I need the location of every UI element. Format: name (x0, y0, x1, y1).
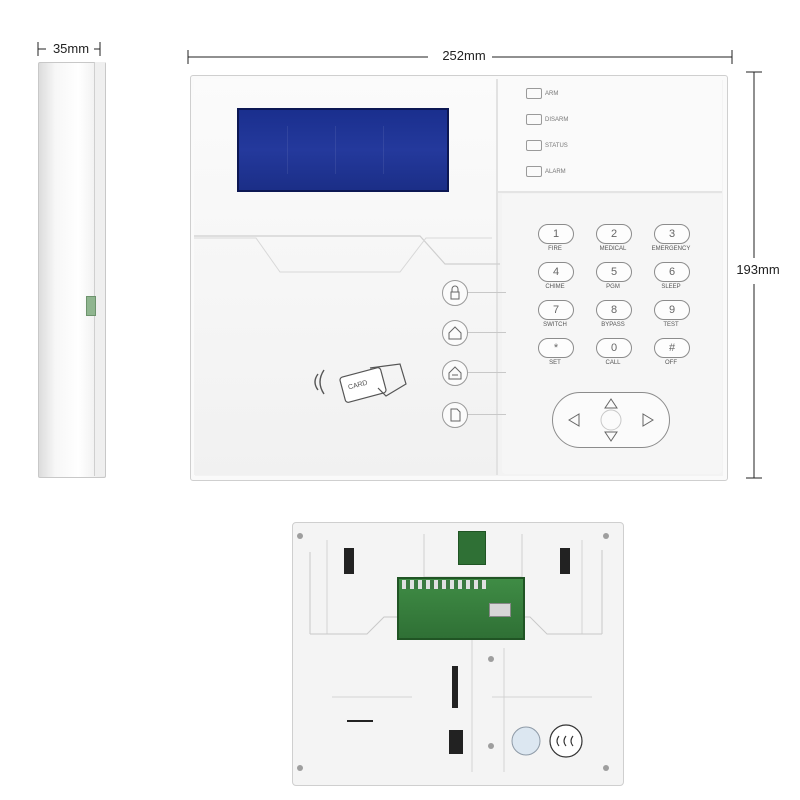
rfid-card-reader-icon (314, 363, 407, 403)
key-label-medical: MEDICAL (599, 246, 627, 252)
depth-label: 35mm (52, 41, 90, 56)
status-indicator-list: ARM DISARM STATUS ALARM (526, 88, 666, 188)
direction-pad[interactable] (552, 392, 670, 448)
key-star[interactable]: * (538, 338, 574, 358)
key-label-fire: FIRE (548, 246, 562, 252)
home-disarm-icon (448, 366, 462, 380)
key-7[interactable]: 7 (538, 300, 574, 320)
direction-arrows-icon (568, 398, 654, 442)
key-0[interactable]: 0 (596, 338, 632, 358)
side-clip (86, 296, 96, 316)
certification-logo (511, 724, 583, 758)
key-label-set: SET (549, 360, 561, 366)
key-label-pgm: PGM (606, 284, 620, 290)
board-pins (402, 580, 486, 589)
key-9[interactable]: 9 (654, 300, 690, 320)
front-chevron (194, 235, 500, 273)
lock-icon (450, 285, 460, 300)
mount-slot-bottom (449, 730, 463, 754)
mount-slot-center (452, 666, 458, 708)
record-button[interactable] (442, 402, 468, 428)
panel-divider (496, 79, 498, 475)
key-3[interactable]: 3 (654, 224, 690, 244)
key-label-switch: SWITCH (543, 322, 567, 328)
width-label: 252mm (442, 48, 486, 63)
height-label: 193mm (736, 262, 780, 277)
lcd-screen (237, 108, 449, 192)
key-label-call: CALL (605, 360, 621, 366)
disarm-status-icon (526, 114, 542, 125)
board-module (458, 531, 486, 565)
mount-slot-right (560, 548, 570, 574)
height-dimension-line (744, 71, 764, 479)
key-label-emergency: EMERGENCY (651, 246, 691, 252)
depth-dimension-line (37, 40, 101, 58)
board-connector (489, 603, 511, 617)
key-hash[interactable]: # (654, 338, 690, 358)
key-2[interactable]: 2 (596, 224, 632, 244)
key-label-chime: CHIME (545, 284, 565, 290)
arm-button[interactable] (442, 280, 468, 306)
nav-button-column (438, 280, 518, 440)
mount-slot-left (344, 548, 354, 574)
width-dimension-line (187, 48, 733, 66)
key-4[interactable]: 4 (538, 262, 574, 282)
key-6[interactable]: 6 (654, 262, 690, 282)
key-8[interactable]: 8 (596, 300, 632, 320)
home-arm-icon (448, 326, 462, 340)
status-icon (526, 140, 542, 151)
key-1[interactable]: 1 (538, 224, 574, 244)
side-edge (94, 62, 105, 476)
key-label-bypass: BYPASS (601, 322, 625, 328)
home-disarm-button[interactable] (442, 360, 468, 386)
key-label-test: TEST (663, 322, 679, 328)
alarm-status-icon (526, 166, 542, 177)
arm-status-icon (526, 88, 542, 99)
key-label-off: OFF (665, 360, 677, 366)
key-5[interactable]: 5 (596, 262, 632, 282)
key-label-sleep: SLEEP (661, 284, 681, 290)
document-icon (450, 408, 461, 422)
cable-opening (347, 720, 373, 722)
keypad-grid: 1 FIRE 2 MEDICAL 3 EMERGENCY 4 CHIME 5 P… (530, 224, 700, 374)
home-arm-button[interactable] (442, 320, 468, 346)
